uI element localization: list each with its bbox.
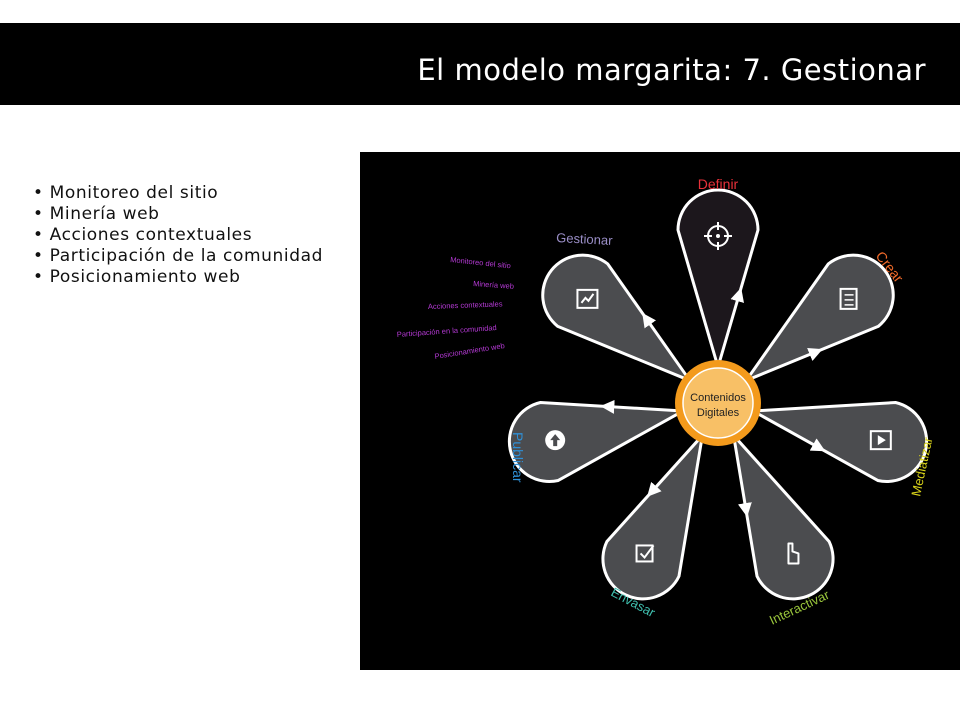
document-icon xyxy=(839,287,858,310)
bullet-item: Participación de la comunidad xyxy=(33,246,333,267)
center-label-line2: Digitales xyxy=(697,407,740,419)
flow-arrow xyxy=(647,479,664,497)
gestionar-item: Monitoreo del sitio xyxy=(450,255,511,270)
petal-interactivar xyxy=(732,433,835,601)
gestionar-item: Participación en la comunidad xyxy=(397,323,497,339)
petal-definir xyxy=(676,188,760,369)
petal-crear xyxy=(744,253,895,383)
petal-label-gestionar: Gestionar xyxy=(556,230,614,248)
daisy-svg: Contenidos Digitales Definir Crear Media… xyxy=(397,176,936,628)
checkbox-icon xyxy=(635,544,655,563)
bullet-item: Monitoreo del sitio xyxy=(33,183,333,204)
bullet-list: Monitoreo del sitio Minería web Acciones… xyxy=(33,183,333,288)
petal-mediatizar xyxy=(751,400,929,483)
upload-arrow-icon xyxy=(545,430,566,451)
petal-gestionar xyxy=(541,253,692,383)
slide-title: El modelo margarita: 7. Gestionar xyxy=(417,53,926,87)
daisy-model-diagram: Contenidos Digitales Definir Crear Media… xyxy=(360,152,960,670)
center-label-line1: Contenidos xyxy=(690,392,746,404)
bullet-item: Acciones contextuales xyxy=(33,225,333,246)
crosshair-icon xyxy=(704,222,732,250)
bullet-item: Posicionamiento web xyxy=(33,267,333,288)
petal-envasar xyxy=(601,433,704,601)
petal-label-definir: Definir xyxy=(698,176,739,192)
gestionar-item: Acciones contextuales xyxy=(428,299,503,311)
petal-label-publicar: Publicar xyxy=(510,432,526,483)
media-player-icon xyxy=(869,430,892,451)
petal-publicar xyxy=(507,400,685,483)
center-circle: Contenidos Digitales xyxy=(675,360,761,446)
bullet-item: Minería web xyxy=(33,204,333,225)
flow-arrow xyxy=(600,399,624,414)
flow-arrow xyxy=(801,348,823,361)
flow-arrow xyxy=(730,287,744,310)
gestionar-item: Posicionamiento web xyxy=(434,341,505,361)
gestionar-item: Minería web xyxy=(473,279,514,291)
trend-chart-icon xyxy=(576,288,599,309)
flow-arrow xyxy=(804,438,826,452)
flow-arrow xyxy=(642,312,657,333)
flow-arrow xyxy=(737,494,752,518)
hand-pointer-icon xyxy=(787,542,800,565)
title-bar: El modelo margarita: 7. Gestionar xyxy=(0,23,960,105)
